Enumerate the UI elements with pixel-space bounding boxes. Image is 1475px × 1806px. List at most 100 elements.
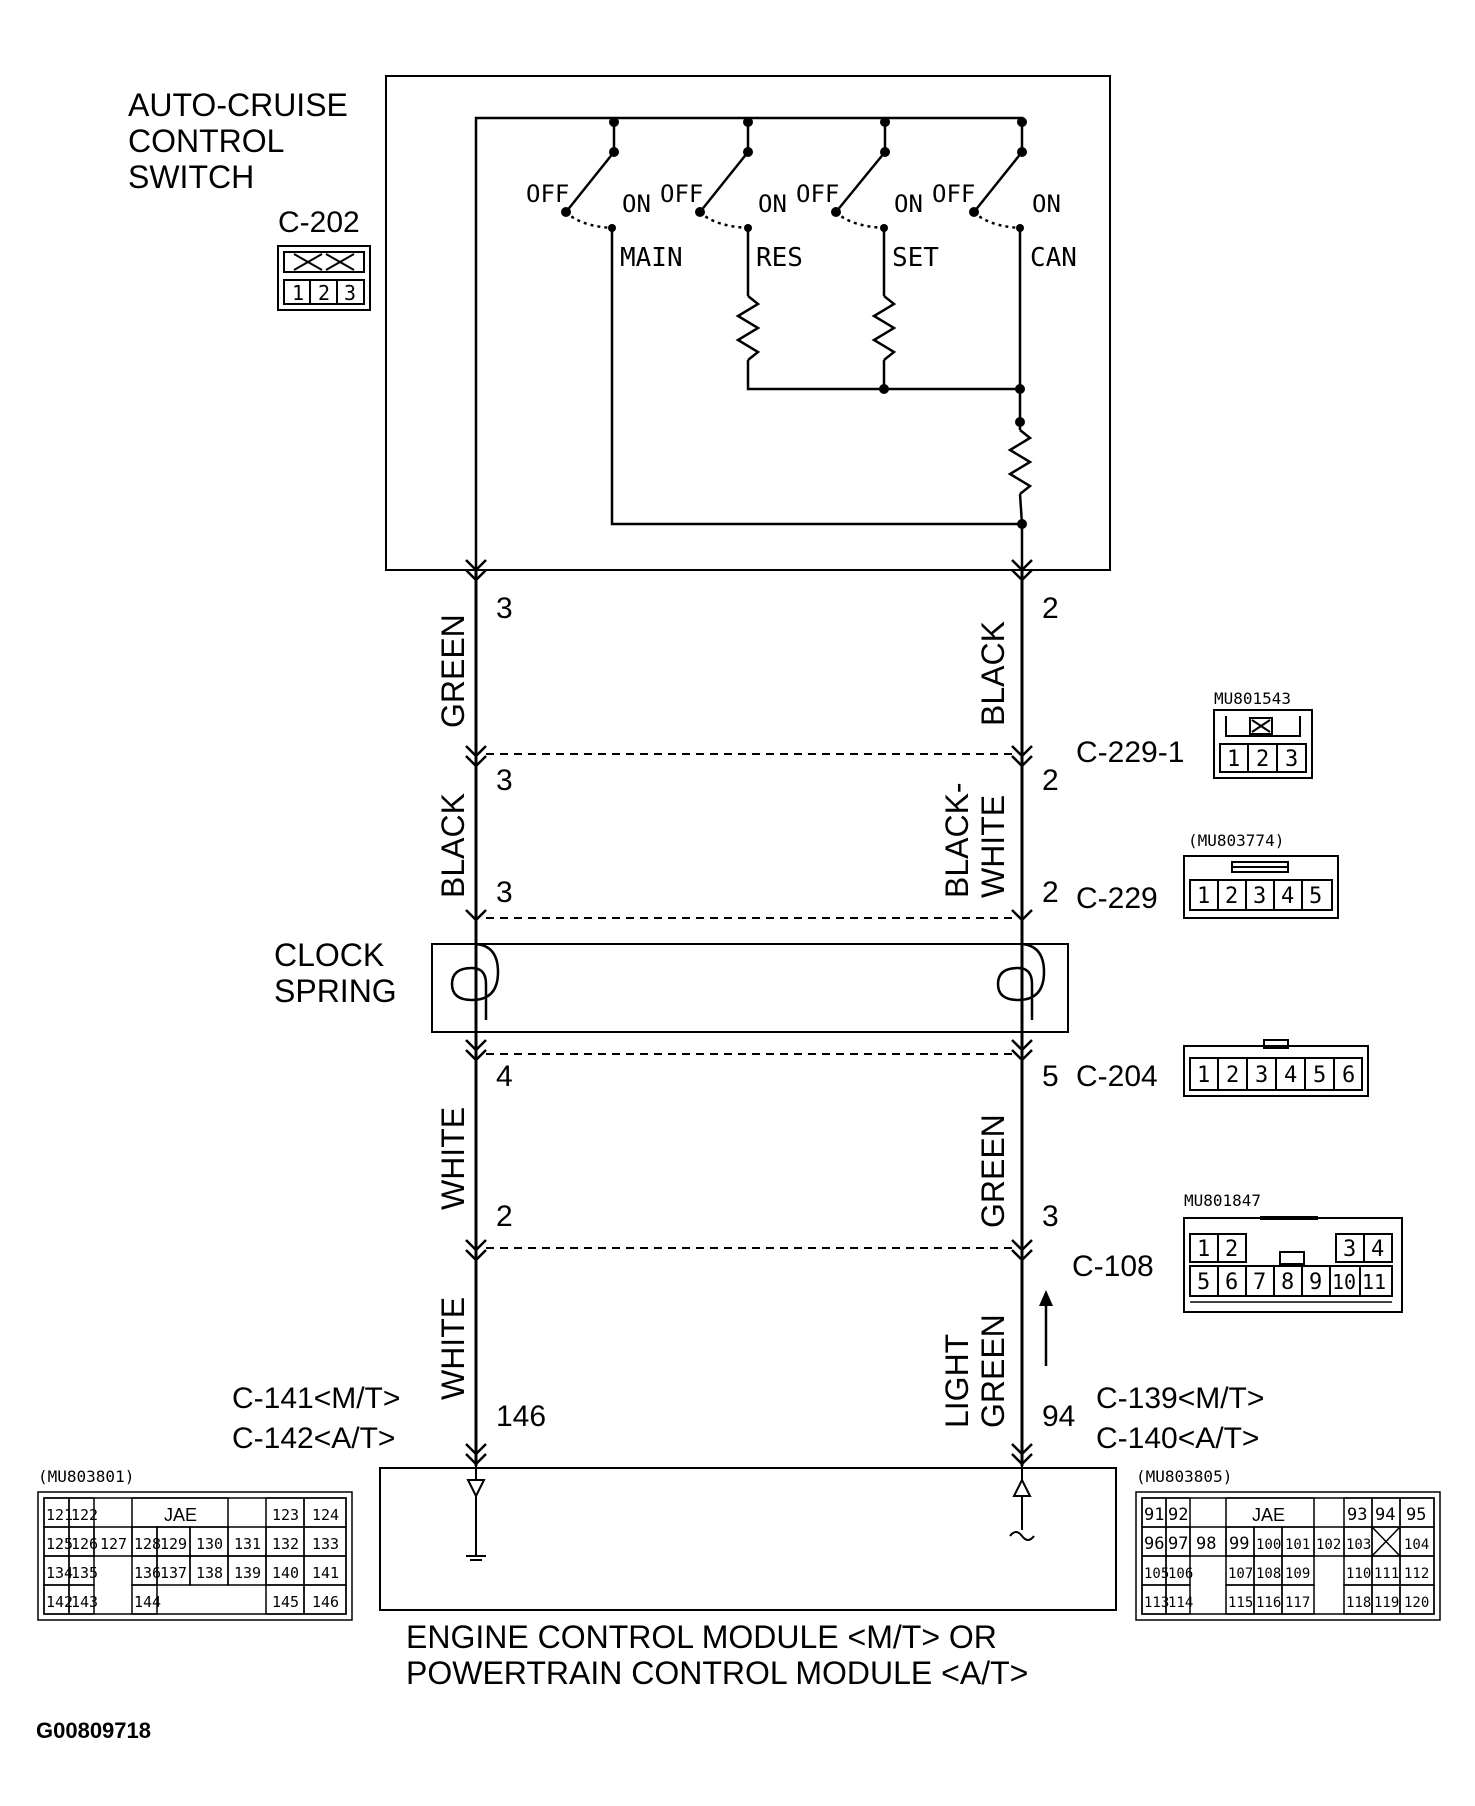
svg-text:3: 3	[1253, 884, 1266, 909]
svg-text:4: 4	[1371, 1237, 1384, 1262]
svg-text:140: 140	[272, 1564, 299, 1582]
connector-c108-label: C-108	[1072, 1250, 1154, 1283]
svg-text:127: 127	[100, 1535, 127, 1553]
switch-function-labels: MAIN RES SET CAN	[620, 243, 1077, 273]
svg-text:5: 5	[1197, 1270, 1210, 1295]
svg-text:2: 2	[1225, 1237, 1238, 1262]
svg-text:130: 130	[196, 1535, 223, 1553]
svg-text:105: 105	[1144, 1566, 1169, 1582]
svg-text:OFF: OFF	[526, 180, 569, 208]
svg-text:97: 97	[1168, 1534, 1188, 1554]
svg-text:GREEN: GREEN	[975, 1314, 1011, 1428]
svg-text:BLACK: BLACK	[435, 793, 471, 898]
svg-text:9: 9	[1309, 1270, 1322, 1295]
svg-text:3: 3	[1343, 1237, 1356, 1262]
connector-c229-part: (MU803774)	[1188, 831, 1284, 850]
main-wires	[474, 570, 1024, 1466]
module-terminal-symbols	[466, 1466, 1035, 1561]
svg-text:104: 104	[1404, 1537, 1429, 1553]
svg-text:101: 101	[1285, 1537, 1310, 1553]
svg-text:121: 121	[46, 1506, 73, 1524]
svg-text:145: 145	[272, 1593, 299, 1611]
svg-text:SWITCH: SWITCH	[128, 159, 254, 195]
svg-text:3: 3	[1285, 747, 1298, 772]
svg-text:114: 114	[1168, 1595, 1193, 1611]
svg-text:1: 1	[1227, 747, 1240, 772]
connector-c108-part: MU801847	[1184, 1191, 1261, 1210]
switch-title: AUTO-CRUISE CONTROL SWITCH	[128, 87, 348, 195]
svg-text:POWERTRAIN CONTROL MODULE <A/T: POWERTRAIN CONTROL MODULE <A/T>	[406, 1655, 1028, 1691]
svg-text:BLACK: BLACK	[975, 621, 1011, 726]
pin-numbers: 3 3 3 4 2 146 2 2 2 5 3 94	[496, 592, 1075, 1433]
svg-text:116: 116	[1256, 1595, 1281, 1611]
svg-text:6: 6	[1225, 1270, 1238, 1295]
connector-c204-label: C-204	[1076, 1060, 1158, 1093]
svg-text:WHITE: WHITE	[975, 795, 1011, 898]
svg-text:115: 115	[1228, 1595, 1253, 1611]
connector-c202-icon: 1 2 3	[277, 245, 371, 311]
figure-id: G00809718	[36, 1718, 151, 1743]
svg-text:2: 2	[1225, 884, 1238, 909]
svg-text:ON: ON	[894, 190, 923, 218]
svg-text:92: 92	[1168, 1505, 1188, 1525]
svg-text:2: 2	[1042, 764, 1059, 797]
svg-text:LIGHT: LIGHT	[939, 1334, 975, 1428]
svg-text:CONTROL: CONTROL	[128, 123, 284, 159]
svg-text:124: 124	[312, 1506, 339, 1524]
svg-text:C-139<M/T>: C-139<M/T>	[1096, 1382, 1264, 1415]
svg-text:96: 96	[1144, 1534, 1164, 1554]
svg-text:4: 4	[1281, 884, 1294, 909]
svg-text:WHITE: WHITE	[435, 1107, 471, 1210]
wire-color-labels: GREEN BLACK WHITE WHITE BLACK BLACK- WHI…	[435, 614, 1011, 1428]
svg-text:JAE: JAE	[164, 1505, 197, 1525]
svg-text:119: 119	[1374, 1595, 1399, 1611]
svg-text:111: 111	[1374, 1566, 1399, 1582]
svg-text:131: 131	[234, 1535, 261, 1553]
svg-text:146: 146	[496, 1400, 546, 1433]
svg-text:123: 123	[272, 1506, 299, 1524]
svg-text:7: 7	[1253, 1270, 1266, 1295]
svg-text:93: 93	[1347, 1505, 1367, 1525]
svg-text:ON: ON	[1032, 190, 1061, 218]
svg-text:139: 139	[234, 1564, 261, 1582]
svg-text:136: 136	[134, 1564, 161, 1582]
svg-text:2: 2	[496, 1200, 513, 1233]
svg-text:GREEN: GREEN	[435, 614, 471, 728]
svg-text:WHITE: WHITE	[435, 1297, 471, 1400]
svg-text:146: 146	[312, 1593, 339, 1611]
svg-text:117: 117	[1285, 1595, 1310, 1611]
svg-text:3: 3	[1042, 1200, 1059, 1233]
svg-text:110: 110	[1346, 1566, 1371, 1582]
svg-text:3: 3	[1255, 1063, 1268, 1088]
ecm-left-part: (MU803801)	[38, 1467, 134, 1486]
svg-text:94: 94	[1375, 1505, 1395, 1525]
svg-text:129: 129	[160, 1535, 187, 1553]
svg-text:138: 138	[196, 1564, 223, 1582]
svg-text:1: 1	[1197, 1063, 1210, 1088]
svg-text:BLACK-: BLACK-	[939, 782, 975, 898]
svg-text:OFF: OFF	[660, 180, 703, 208]
connector-c229-icon: 1 2 3 4 5	[1183, 855, 1339, 919]
svg-text:113: 113	[1144, 1595, 1169, 1611]
svg-text:118: 118	[1346, 1595, 1371, 1611]
svg-text:103: 103	[1346, 1537, 1371, 1553]
svg-text:3: 3	[496, 876, 513, 909]
svg-text:AUTO-CRUISE: AUTO-CRUISE	[128, 87, 348, 123]
connector-dashed-lines	[486, 753, 1012, 1249]
junction-dots	[561, 117, 1027, 529]
svg-text:134: 134	[46, 1564, 73, 1582]
connector-c229-1-label: C-229-1	[1076, 736, 1184, 769]
svg-text:1: 1	[1197, 1237, 1210, 1262]
connector-chevrons	[465, 559, 1033, 1466]
svg-text:1: 1	[292, 281, 304, 305]
svg-text:1: 1	[1197, 884, 1210, 909]
svg-text:144: 144	[134, 1593, 161, 1611]
svg-text:3: 3	[344, 281, 356, 305]
svg-text:ON: ON	[622, 190, 651, 218]
connector-c229-1-icon: 1 2 3	[1213, 709, 1313, 779]
svg-text:2: 2	[1042, 876, 1059, 909]
svg-text:3: 3	[496, 592, 513, 625]
module-box	[379, 1467, 1117, 1611]
svg-text:109: 109	[1285, 1566, 1310, 1582]
